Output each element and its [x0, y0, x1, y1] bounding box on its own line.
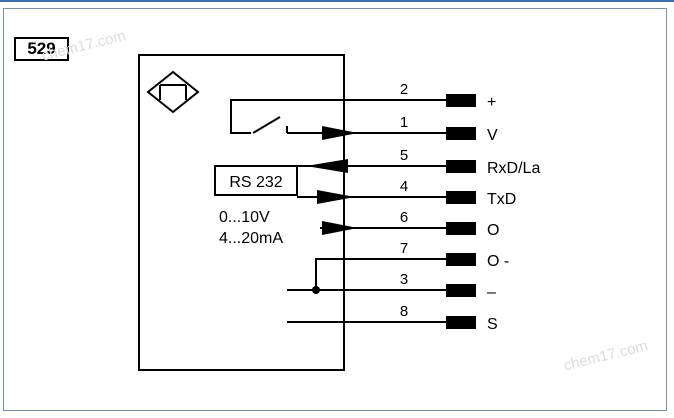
terminal-pin-8 — [446, 316, 476, 329]
arrow-pin-1 — [322, 126, 358, 140]
arrow-pin-6 — [322, 221, 358, 235]
terminal-pin-7 — [446, 253, 476, 266]
pin-number-3: 3 — [400, 271, 408, 288]
rs232-box — [214, 165, 298, 196]
signal-label-txd: TxD — [487, 191, 516, 208]
terminal-pin-5 — [446, 160, 476, 173]
signal-label-s: S — [487, 316, 498, 333]
arrow-pin-4 — [317, 190, 355, 204]
signal-label-rxd: RxD/La — [487, 160, 540, 177]
pin-number-5: 5 — [400, 147, 408, 164]
switch-contact — [252, 116, 281, 134]
wire-pin-7 — [315, 258, 446, 290]
terminal-pin-3 — [446, 284, 476, 297]
pin-number-7: 7 — [400, 240, 408, 257]
figure-id-tag: 529 — [14, 37, 69, 61]
rs232-label: RS 232 — [229, 174, 282, 191]
sensor-symbol-icon — [146, 70, 200, 114]
pin-number-1: 1 — [400, 114, 408, 131]
signal-label-o-minus: O - — [487, 253, 509, 270]
sensor-housing — [138, 54, 345, 371]
terminal-pin-1 — [446, 127, 476, 140]
analog-current-label: 4...20mA — [219, 230, 283, 247]
junction-node — [312, 286, 320, 294]
terminal-pin-4 — [446, 191, 476, 204]
signal-label-plus: + — [487, 94, 496, 111]
pin-number-6: 6 — [400, 209, 408, 226]
signal-label-minus: – — [487, 284, 496, 301]
wire-pin-2 — [230, 99, 446, 134]
pin-number-8: 8 — [400, 303, 408, 320]
figure-frame — [3, 8, 667, 411]
top-rule — [0, 0, 674, 2]
terminal-pin-2 — [446, 94, 476, 107]
pin-number-4: 4 — [400, 178, 408, 195]
arrow-pin-5 — [306, 159, 348, 173]
analog-voltage-label: 0...10V — [219, 209, 270, 226]
terminal-pin-6 — [446, 222, 476, 235]
signal-label-o: O — [487, 222, 499, 239]
signal-label-v: V — [487, 127, 498, 144]
pin-number-2: 2 — [400, 81, 408, 98]
